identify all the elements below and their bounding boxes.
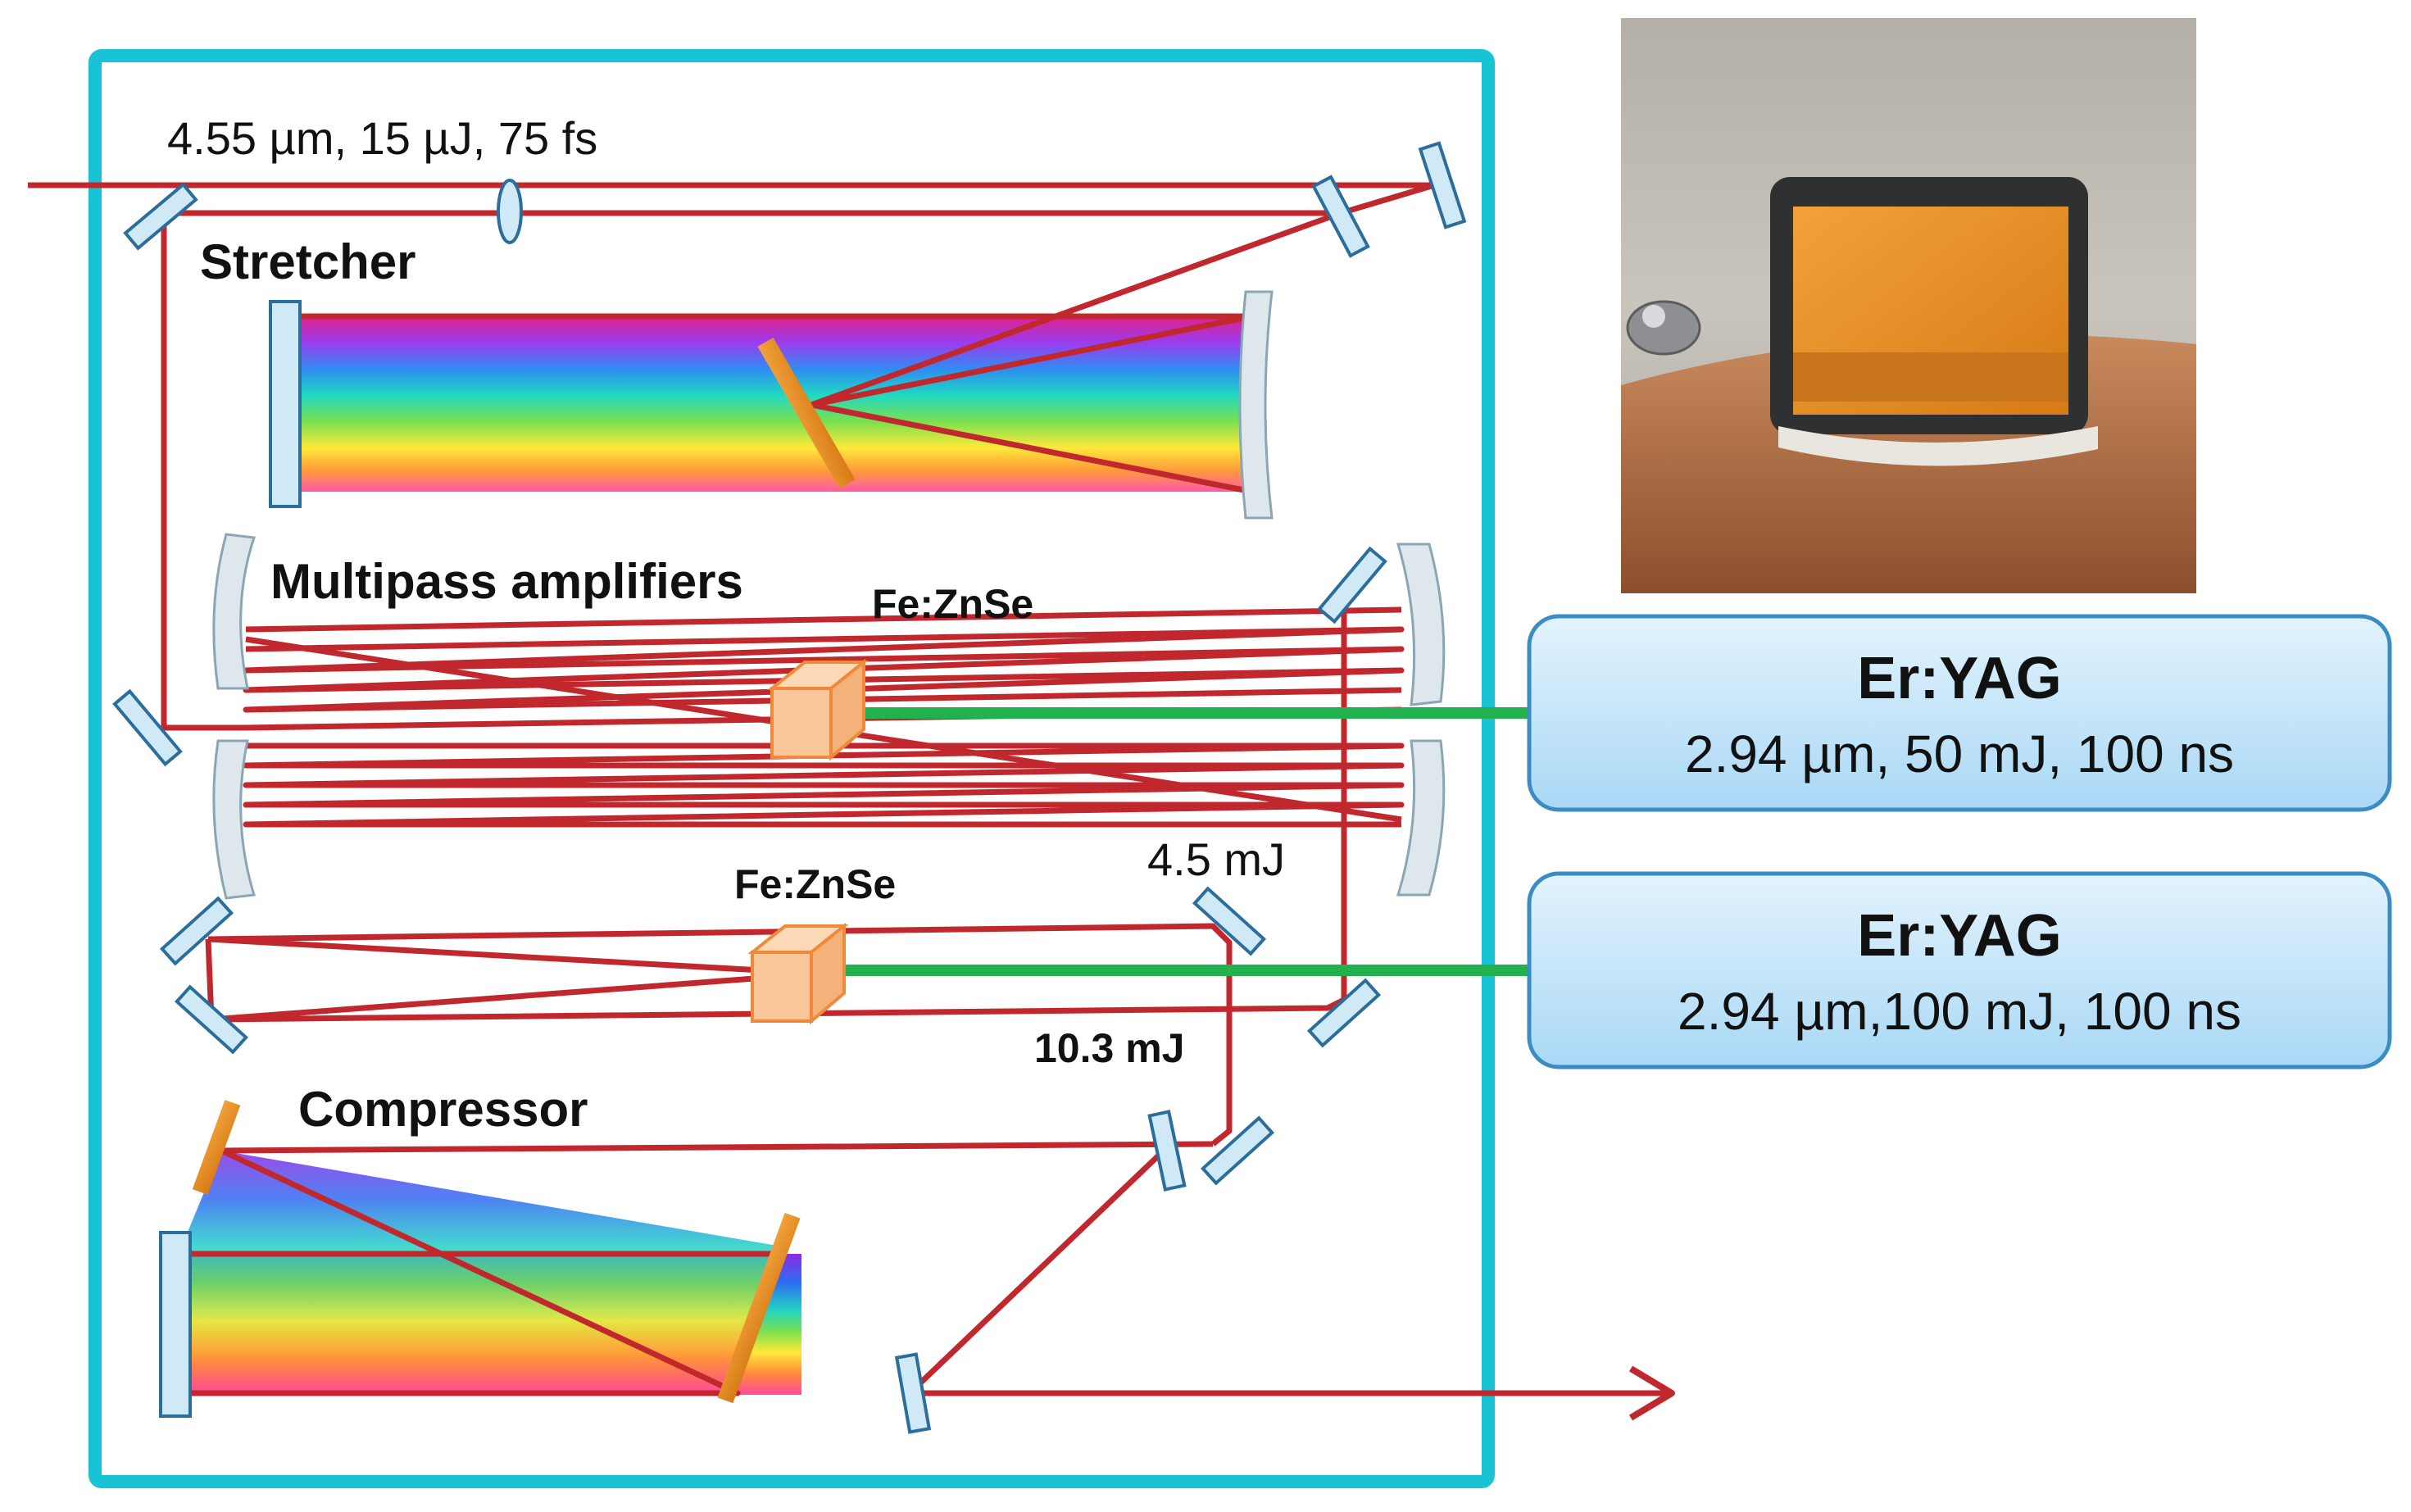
- pump2-title: Er:YAG: [1857, 903, 2061, 969]
- compressor-path: [220, 1141, 1214, 1154]
- compressor-label: Compressor: [298, 1082, 588, 1137]
- mirror-out-3: [894, 1352, 932, 1434]
- amp2-cross: [207, 936, 823, 1023]
- stretcher-label: Stretcher: [200, 234, 415, 289]
- stretcher-lower: [810, 402, 1253, 495]
- output-diag: [907, 1148, 1166, 1396]
- mirror-amp2-tr: [1192, 886, 1267, 956]
- crystal2-label: Fe:ZnSe: [734, 861, 896, 907]
- amp-curved-right-bottom: [1396, 739, 1446, 897]
- stretcher-grating: [757, 337, 856, 489]
- mirror-out-1: [1147, 1110, 1187, 1192]
- compressor-mirror-left: [159, 1231, 192, 1418]
- mirror-tr1: [1311, 175, 1370, 258]
- mirror-amp2-bl: [174, 984, 249, 1055]
- compressor-grating-right: [717, 1212, 801, 1404]
- mirror-amp2-br: [1306, 978, 1382, 1048]
- amp-pass-1: [245, 606, 1402, 633]
- amp-curved-right-top: [1396, 543, 1446, 706]
- compressor-diag: [179, 1147, 741, 1396]
- curved-mirrors: [212, 290, 1446, 900]
- amplifiers-label: Multipass amplifiers: [270, 554, 743, 609]
- crystal-photo: [1621, 18, 2196, 593]
- stretcher-return: [187, 182, 1436, 216]
- stretcher-fan: [811, 316, 1252, 492]
- gratings: [192, 337, 856, 1404]
- output-arrowhead: [1628, 1365, 1675, 1421]
- crystal-1: [767, 658, 869, 761]
- optics: [112, 141, 1467, 1434]
- amp2-loop: [207, 923, 1233, 1146]
- crystal-2: [747, 922, 849, 1025]
- mirror-out-2: [1200, 1115, 1275, 1186]
- mirror-left-mid: [112, 688, 183, 767]
- lens: [497, 179, 523, 244]
- mirror-tr2: [1418, 141, 1467, 229]
- stretcher-curved-mirror: [1238, 290, 1274, 520]
- pump1-title: Er:YAG: [1857, 646, 2061, 711]
- crystal1-label: Fe:ZnSe: [872, 581, 1033, 627]
- system-frame: [89, 49, 1495, 1488]
- input-label: 4.55 µm, 15 µJ, 75 fs: [167, 112, 597, 164]
- energy2-label: 10.3 mJ: [1034, 1025, 1184, 1071]
- pump-box-2: Er:YAG 2.94 µm,100 mJ, 100 ns: [1527, 871, 2392, 1069]
- mirror-input: [123, 182, 198, 251]
- pump1-spec: 2.94 µm, 50 mJ, 100 ns: [1685, 724, 2234, 783]
- pump2-spec: 2.94 µm,100 mJ, 100 ns: [1678, 982, 2241, 1041]
- energy1-label: 4.5 mJ: [1147, 833, 1285, 885]
- stretcher-mirror-left: [269, 300, 302, 508]
- pump-beams: [836, 707, 1532, 976]
- amp-out: [1341, 606, 1347, 1000]
- amp-curved-left-top: [212, 533, 257, 690]
- crystals: [747, 658, 869, 1025]
- mirror-amp2-tl: [159, 896, 234, 966]
- amp-curved-left-bottom: [212, 739, 256, 900]
- mirror-amp-tr: [1317, 546, 1387, 624]
- pump-box-1: Er:YAG 2.94 µm, 50 mJ, 100 ns: [1527, 614, 2392, 812]
- compressor-grating-left: [192, 1100, 241, 1195]
